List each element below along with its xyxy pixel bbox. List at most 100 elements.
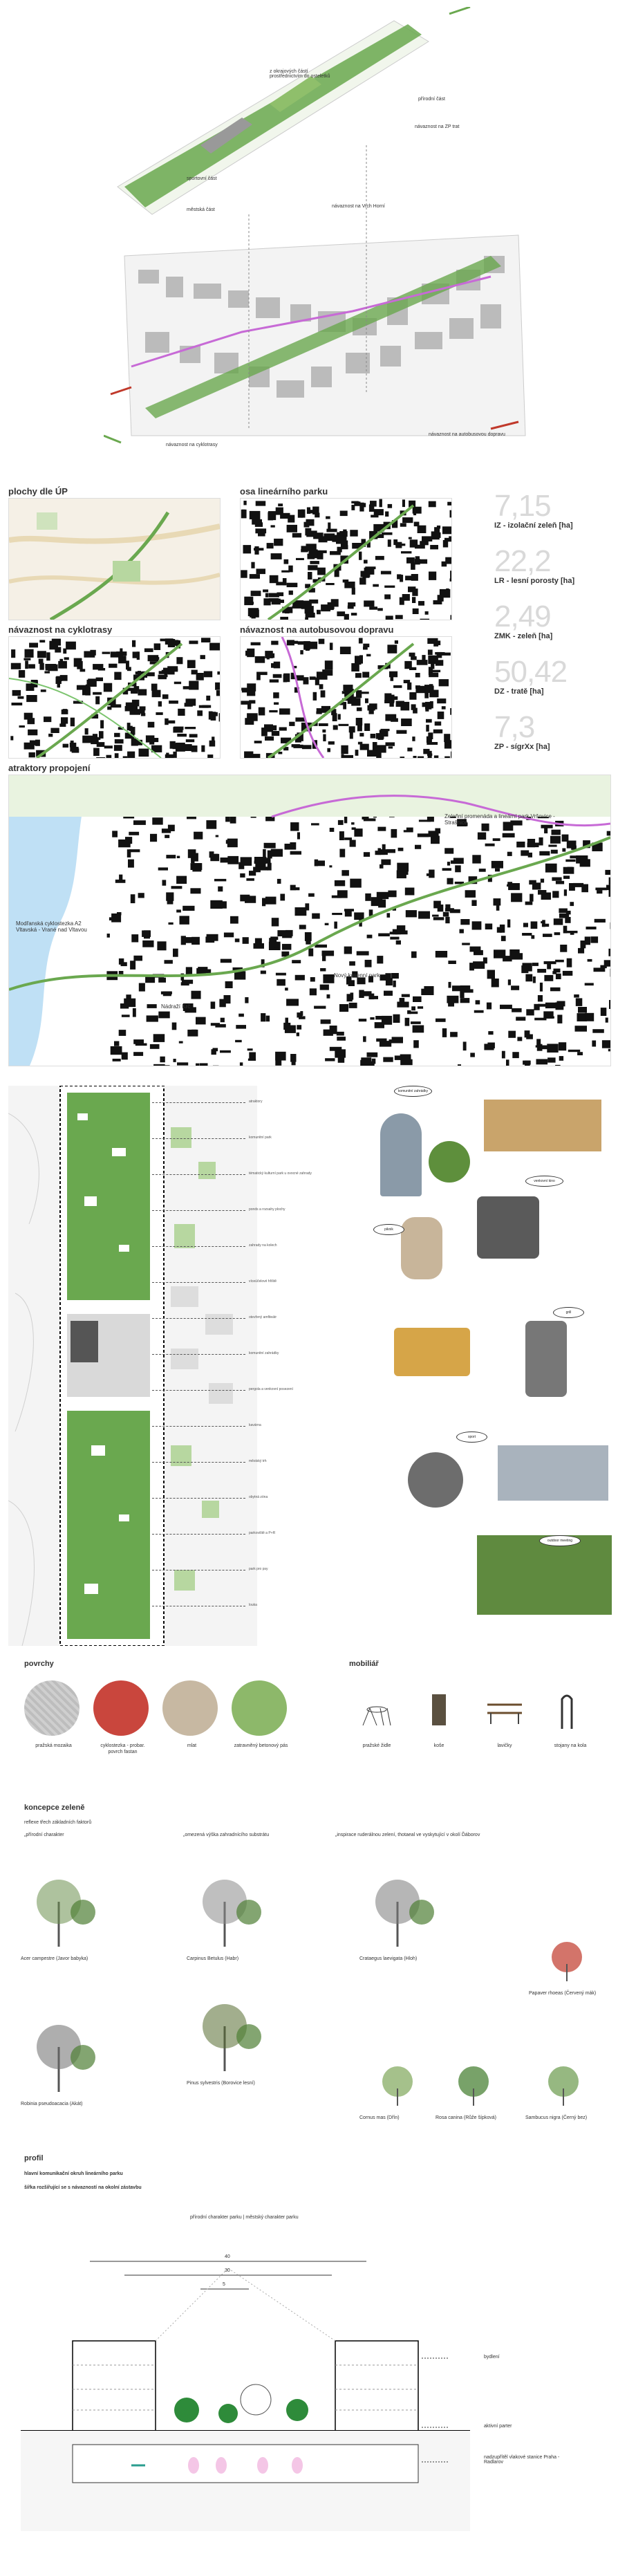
profil-top-label: přírodní charakter parku | městský chara… (190, 2215, 299, 2220)
tree-illustration-icon (548, 2066, 579, 2106)
profil-title: profil (24, 2154, 44, 2162)
bubble: grill (553, 1307, 584, 1318)
bike-stand-icon (561, 1694, 573, 1729)
photo-chess (477, 1196, 539, 1259)
stat-number: 50,42 (494, 655, 568, 689)
profil-right-label: nadzupřítěl vlakové stanice Praha - Radl… (484, 2455, 560, 2465)
atraktory-title: atraktory propojení (8, 763, 91, 773)
photo-people (380, 1113, 422, 1196)
dim-30: 30 (225, 2268, 230, 2273)
plan-callout-label: park pro psy (249, 1567, 268, 1571)
stat-label: LR - lesní porosty [ha] (494, 577, 575, 585)
bubble: piknik (373, 1224, 404, 1235)
photo-bikes (408, 1452, 463, 1508)
plan-callout-label: pergola a venkovní posezení (249, 1387, 293, 1391)
tree-label: Acer campestre (Javor babyka) (21, 1956, 88, 1961)
map-cyklo (8, 636, 221, 759)
plan-callout-label: kavárna (249, 1423, 261, 1427)
chair-icon (362, 1706, 391, 1726)
atr-label-modranska: Modřanská cyklostezka A2 Vltavská - Vran… (16, 920, 87, 933)
callout-leader (152, 1138, 245, 1140)
axonometric-diagram: z okrajových částí prostřednictvím do os… (103, 6, 532, 463)
plan-callout-label: víceúčelové hřiště (249, 1279, 277, 1284)
stat-label: ZP - sígrXx [ha] (494, 743, 550, 751)
callout-leader (152, 1534, 245, 1535)
callout-leader (152, 1606, 245, 1607)
profil-line2: šířka rozšířující se s návazností na oko… (24, 2185, 142, 2190)
zelen-subtitle: reflexe třech základních faktorů (24, 1820, 92, 1825)
map-osa (240, 498, 452, 620)
map-title-bus: návaznost na autobusovou dopravu (240, 624, 394, 635)
photo-cinema (477, 1535, 612, 1615)
map-atraktory: Modřanská cyklostezka A2 Vltavská - Vran… (8, 775, 611, 1066)
plan-callout-label: parkoviště a P+R (249, 1531, 276, 1535)
surface-mlat (162, 1680, 218, 1736)
map-title-plochy: plochy dle ÚP (8, 486, 68, 497)
povrchy-title: povrchy (24, 1660, 54, 1668)
bubble: venkovní kino (525, 1176, 563, 1187)
tree-illustration-icon (37, 2025, 95, 2092)
tree-illustration-icon (458, 2066, 489, 2106)
site-plan (8, 1085, 257, 1647)
callout-leader (152, 1498, 245, 1499)
povrchy-row: pražská mozaika cyklostezka - probar. po… (21, 1680, 311, 1757)
callout-leader (152, 1462, 245, 1463)
bin-icon (432, 1694, 446, 1725)
photo-dance (401, 1217, 442, 1279)
atr-label-promenada: Zeleňní promenáda a lineární park Vršovi… (444, 813, 555, 826)
dim-40: 40 (225, 2254, 230, 2259)
zelen-col3: „inspirace ruderálnou zelení, thotaeal v… (335, 1833, 480, 1837)
callout-leader (152, 1354, 245, 1355)
stat-number: 7,15 (494, 489, 552, 523)
mobiliar-label: stojany na kola (554, 1743, 587, 1748)
stat-number: 7,3 (494, 710, 535, 744)
plan-callout-label: komunitní park (249, 1136, 272, 1140)
surface-label: cyklostezka - probar. povrch fastan (100, 1743, 145, 1754)
axo-label: návaznost na ZP trat (415, 124, 460, 129)
trees-grid: Acer campestre (Javor babyka)Carpinus Be… (14, 1874, 608, 2165)
callout-leader (152, 1210, 245, 1212)
mobiliar-title: mobiliář (349, 1660, 379, 1668)
surface-label: pražská mozaika (35, 1743, 72, 1748)
surface-mosaic (24, 1680, 79, 1736)
tree-label: Rosa canina (Růže šípková) (436, 2115, 496, 2120)
plan-callout-label: městský trh (249, 1459, 267, 1463)
axo-label: sportovní část (187, 176, 217, 181)
tree-label: Pinus sylvestris (Borovice lesní) (187, 2081, 255, 2086)
mobiliar-row: pražské židle koše lavičky stojany na ko… (349, 1687, 612, 1763)
surface-grass (232, 1680, 287, 1736)
zelen-title: koncepce zeleně (24, 1804, 85, 1812)
callout-leader (152, 1426, 245, 1427)
photo-grill (525, 1321, 567, 1397)
stat-number: 2,49 (494, 600, 552, 633)
callout-leader (152, 1282, 245, 1284)
axo-label: přírodní část (418, 97, 445, 102)
profile-section: 40 30 5 (21, 2227, 470, 2531)
callout-leader (152, 1246, 245, 1248)
stat-label: IZ - izolační zeleň [ha] (494, 521, 573, 530)
dim-5: 5 (223, 2282, 225, 2287)
plan-callout-label: louka (249, 1603, 257, 1607)
plan-callout-label: ponds a rozsahy plochy (249, 1207, 285, 1212)
tree-illustration-icon (375, 1880, 434, 1947)
axo-label: návaznost na Vrch Horní (332, 204, 385, 209)
axo-label: návaznost na cyklotrasy (166, 443, 218, 447)
plan-callout-label: tématický kulturní park u ovocné zahrady (249, 1171, 312, 1176)
plan-callout-label: otevřený amfiteátr (249, 1315, 277, 1319)
bubble: outdoor meeting (539, 1535, 581, 1546)
tree-label: Sambucus nigra (Černý bez) (525, 2115, 588, 2120)
callout-leader (152, 1174, 245, 1176)
plan-callout-label: atraktory (249, 1100, 263, 1104)
profil-right-label: aktivní parter (484, 2424, 512, 2429)
callout-leader (152, 1318, 245, 1319)
callout-leader (152, 1570, 245, 1571)
tree-label: Robinia pseudoacacia (Akát) (21, 2102, 83, 2106)
plan-callout-label: zahrady na kolech (249, 1243, 277, 1248)
zelen-col2: „omezená výška zahradnícího substrátu (183, 1833, 270, 1837)
profil-right-label: bydlení (484, 2355, 500, 2360)
map-title-cyklo: návaznost na cyklotrasy (8, 624, 113, 635)
map-bus (240, 636, 452, 759)
